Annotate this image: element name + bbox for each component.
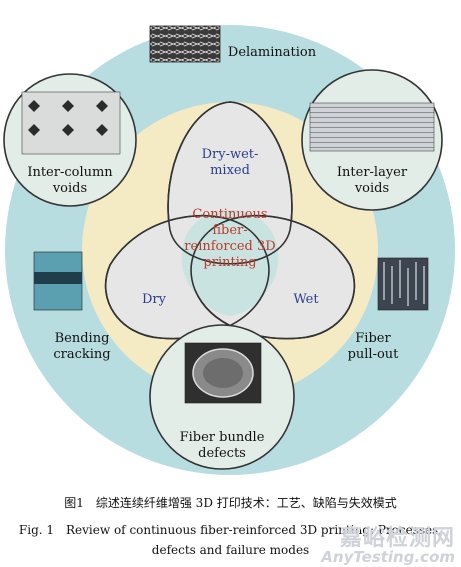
watermark-line1: 嘉峪检测网: [339, 526, 455, 551]
label-delamination: Delamination: [228, 45, 317, 60]
void-markers: [28, 100, 108, 136]
inter-column-voids-image: [21, 91, 121, 155]
watermark: 嘉峪检测网 AnyTesting.com: [321, 520, 455, 566]
caption-english-line2: defects and failure modes: [151, 543, 310, 557]
delamination-image: [149, 25, 221, 63]
process-label-dry: Dry: [142, 292, 167, 307]
pull-out-fibers: [383, 260, 425, 306]
process-label-dry-wet-mixed: Dry-wet-mixed: [202, 147, 259, 178]
bending-crack-band: [34, 272, 82, 284]
inter-layer-voids-image: [309, 102, 435, 152]
watermark-line2: AnyTesting.com: [321, 548, 455, 566]
caption-chinese: 图1 综述连续纤维增强 3D 打印技术：工艺、缺陷与失效模式: [64, 496, 397, 510]
venn-petal-right-outline: [190, 214, 356, 340]
fiber-pull-out-image: [377, 257, 429, 311]
process-label-wet: Wet: [293, 292, 319, 307]
fiber-bundle-core: [203, 358, 243, 388]
venn-petal-top-outline: [167, 101, 293, 265]
venn-petal-left-outline: [104, 214, 270, 340]
caption-english-line1: Fig. 1 Review of continuous fiber-reinfo…: [18, 523, 443, 537]
